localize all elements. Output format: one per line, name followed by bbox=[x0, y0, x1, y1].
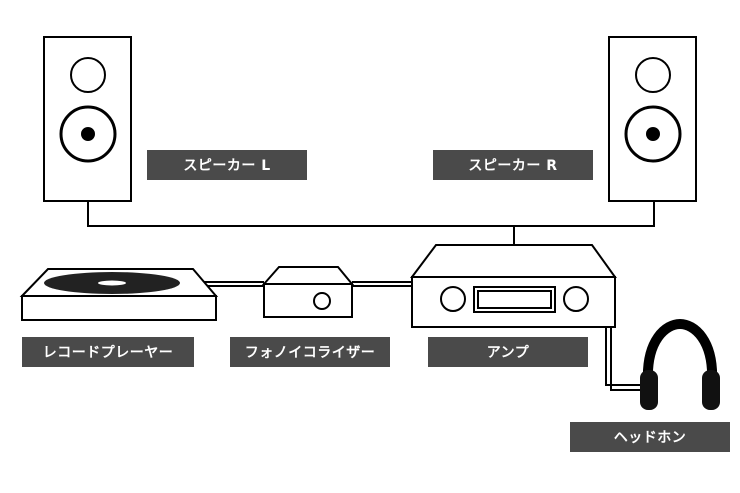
phono-front bbox=[264, 284, 352, 317]
amp-knob-left bbox=[441, 287, 465, 311]
cable-speaker-left bbox=[88, 202, 514, 245]
label-headphones: ヘッドホン bbox=[570, 422, 730, 452]
phono-top bbox=[264, 267, 352, 284]
cable-speaker-right bbox=[514, 202, 654, 226]
label-speaker-right: スピーカー R bbox=[433, 150, 593, 180]
woofer-center-right bbox=[647, 128, 659, 140]
speaker-left bbox=[44, 37, 131, 201]
phono-equalizer bbox=[264, 267, 352, 317]
record-label bbox=[98, 281, 126, 286]
label-speaker-left: スピーカー L bbox=[147, 150, 307, 180]
headband bbox=[648, 324, 712, 382]
speaker-right bbox=[609, 37, 696, 201]
amplifier bbox=[412, 245, 615, 327]
earcup-right bbox=[702, 370, 720, 410]
earcup-left bbox=[640, 370, 658, 410]
amp-top bbox=[412, 245, 615, 277]
label-phono-equalizer: フォノイコライザー bbox=[230, 337, 390, 367]
amp-display-inner bbox=[478, 291, 551, 308]
headphones bbox=[640, 324, 720, 410]
phono-knob bbox=[314, 293, 330, 309]
record-player bbox=[22, 269, 216, 320]
label-record-player: レコードプレーヤー bbox=[22, 337, 194, 367]
woofer-center-left bbox=[82, 128, 94, 140]
label-amp: アンプ bbox=[428, 337, 588, 367]
turntable-base bbox=[22, 296, 216, 320]
amp-knob-right bbox=[564, 287, 588, 311]
